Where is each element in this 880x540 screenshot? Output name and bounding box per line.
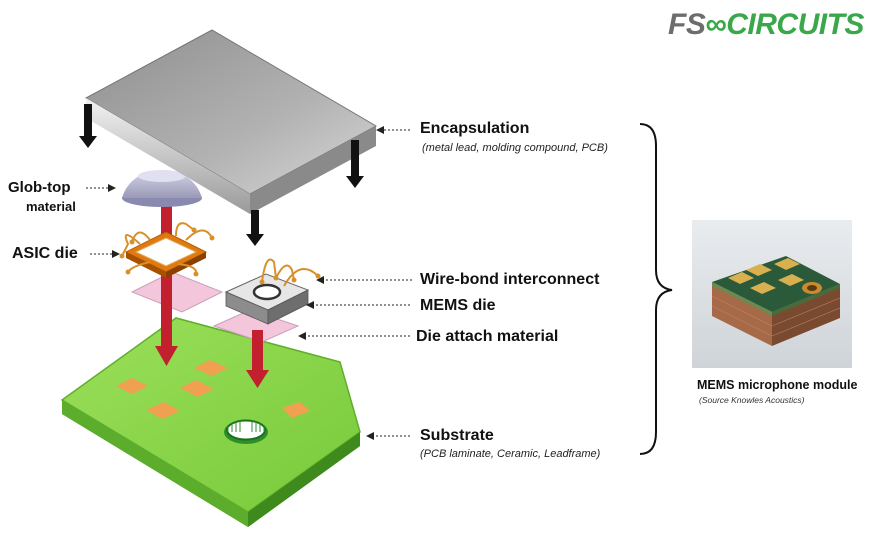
mems-wire-bonds [261,258,319,287]
label-encapsulation: Encapsulation [420,120,530,137]
logo-text-circuits: CIRCUITS [726,8,864,41]
red-arrow-mems [246,330,269,388]
label-encapsulation-sub: (metal lead, molding compound, PCB) [422,142,608,154]
mems-module-photo [692,220,852,368]
asic-die [124,231,208,278]
label-substrate-sub: (PCB laminate, Ceramic, Leadframe) [420,448,601,460]
die-attach-pad-mems [212,309,300,343]
substrate-board [60,317,361,527]
leader-arrowheads [108,126,384,440]
mems-bond-pads [259,273,321,285]
logo-infinity-icon: ∞ [705,8,727,41]
substrate-pads [116,360,310,419]
label-mems-die: MEMS die [420,297,496,314]
label-asic-die: ASIC die [12,245,78,262]
label-substrate: Substrate [420,427,494,444]
label-wire-bond: Wire-bond interconnect [420,271,600,288]
logo-text-fs: FS [668,8,706,41]
glob-top-dome [122,170,202,207]
lid-arrows [79,104,364,246]
leader-lines [86,129,412,437]
photo-source: (Source Knowles Acoustics) [699,395,805,405]
label-die-attach: Die attach material [416,328,559,345]
photo-caption: MEMS microphone module [697,378,858,392]
sound-port-hole [224,419,268,444]
die-attach-pad-asic [130,271,224,313]
label-glob-top: Glob-top [8,179,71,196]
asic-bond-pads [119,227,215,277]
label-glob-top-material: material [26,199,76,214]
encapsulation-lid [84,29,378,214]
brand-logo: FS∞CIRCUITS [668,8,864,42]
curly-brace [639,123,673,455]
mems-die [224,273,310,325]
